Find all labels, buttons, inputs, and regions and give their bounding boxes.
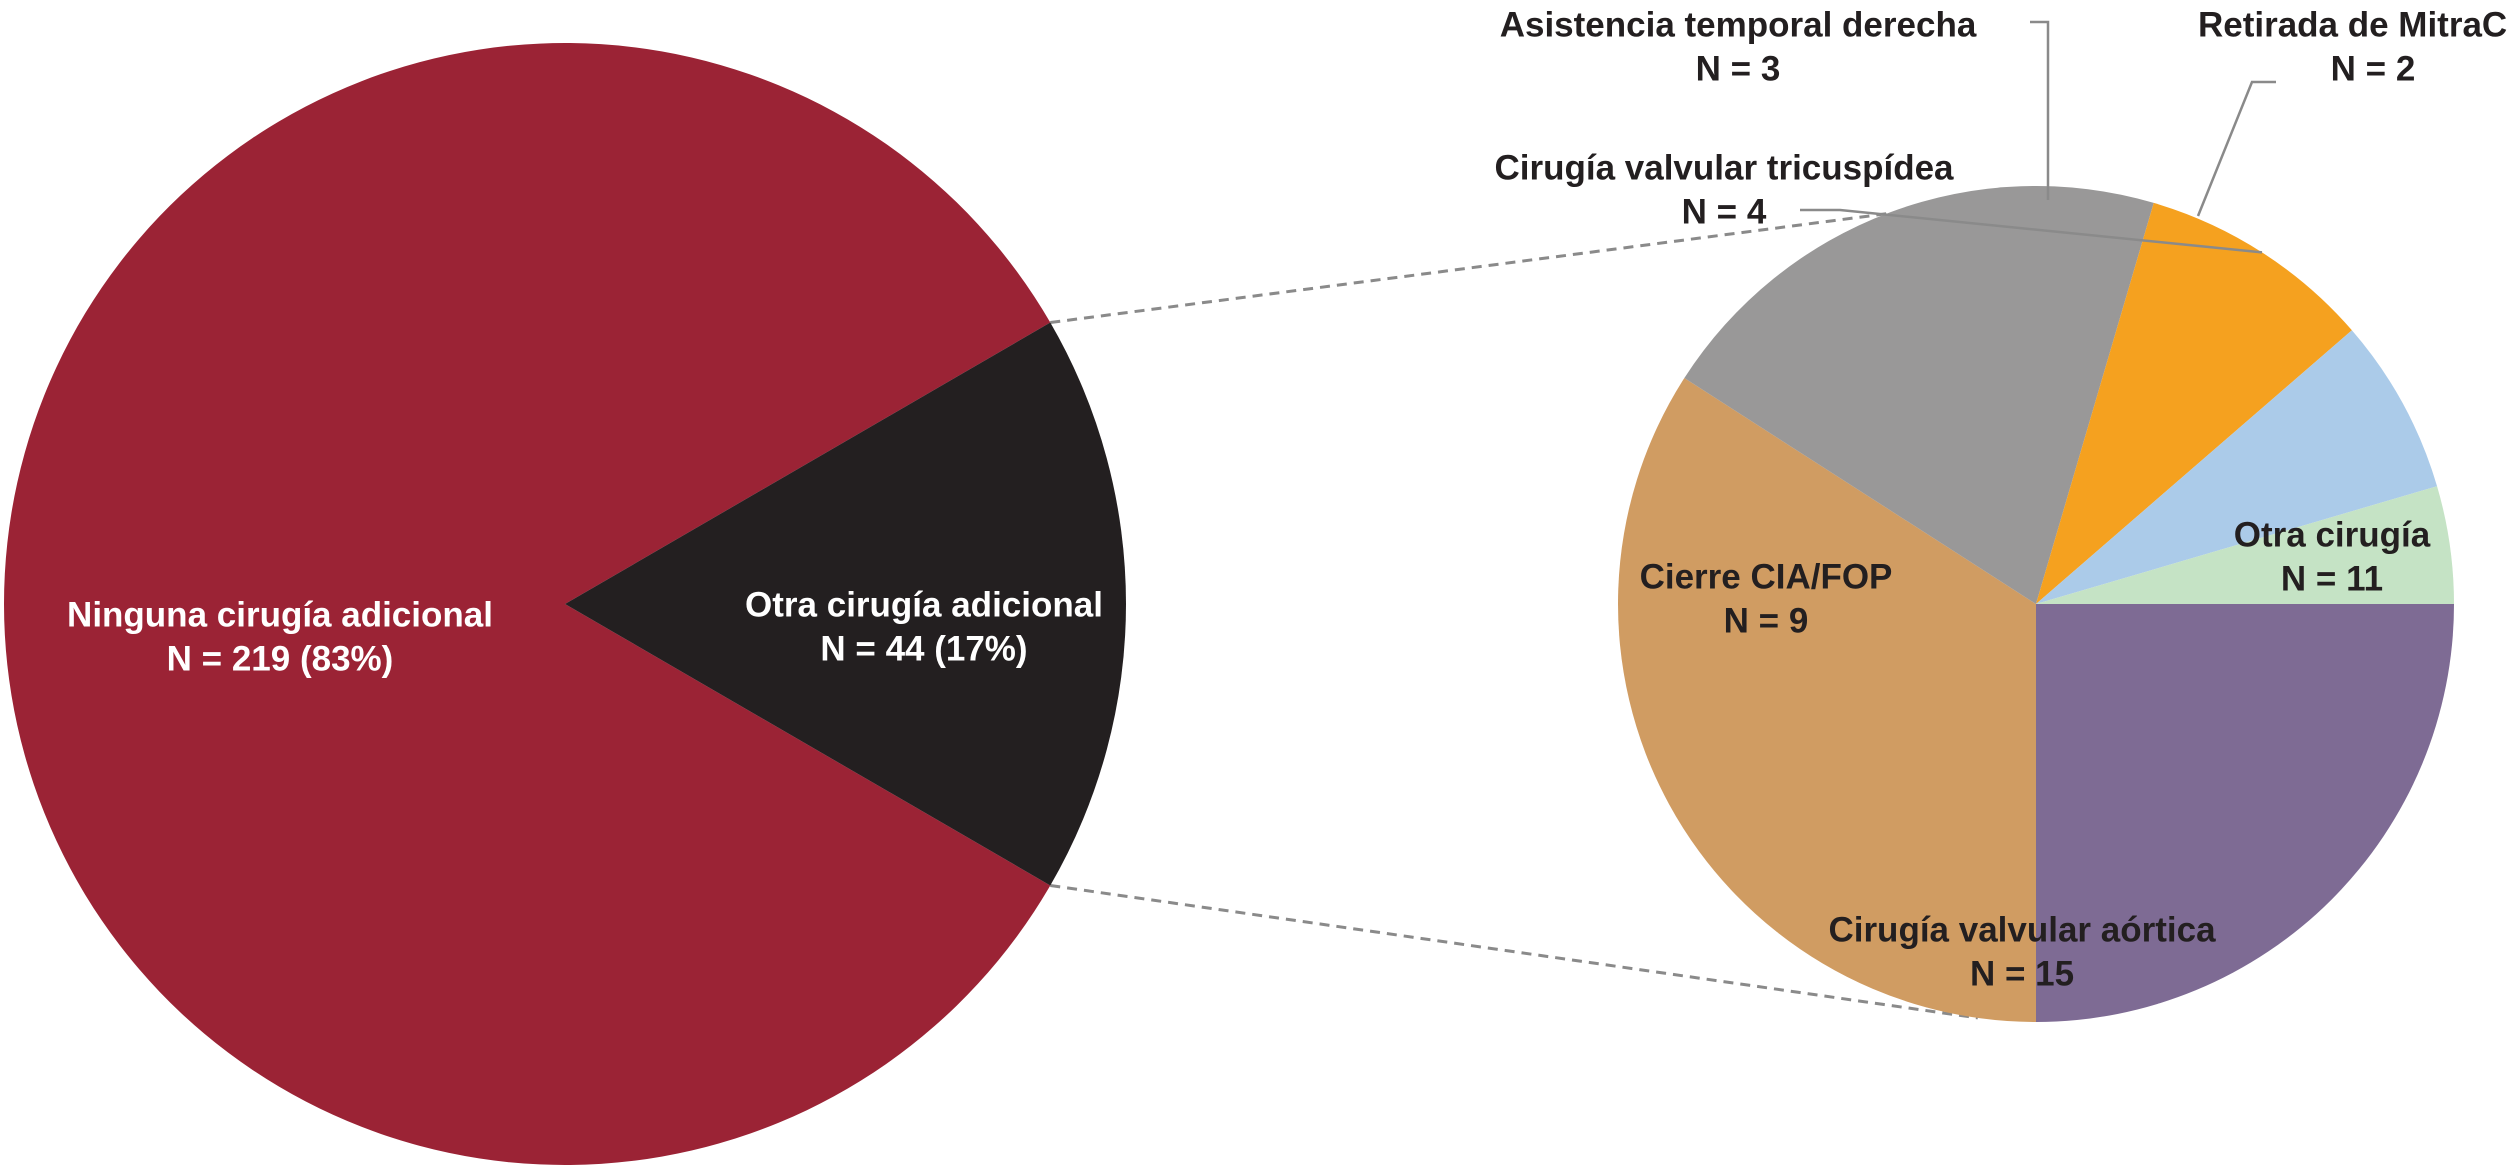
breakdown-slice-cirugia-valvular-tricuspidea xyxy=(2036,202,2352,604)
breakdown-slice-retirada-de-mitraclip-count-label: N = 2 xyxy=(2331,49,2416,88)
leader-lines xyxy=(1800,20,2276,254)
main-slice-otra-cirugia-adicional-label: Otra cirugía adicional xyxy=(745,585,1103,624)
connector-line-top xyxy=(1050,212,1887,325)
breakdown-slice-asistencia-temporal-derecha-label: Asistencia temporal derecha xyxy=(1500,5,1977,44)
main-slice-ninguna-cirugia-adicional-label: Ninguna cirugía adicional xyxy=(67,595,493,634)
main-pie xyxy=(4,42,1127,1166)
breakdown-slice-otra-cirugia xyxy=(2036,604,2454,1022)
main-slice-ninguna-cirugia-adicional-count-label: N = 219 (83%) xyxy=(167,639,394,678)
breakdown-slice-cierre-cia-fop-label: Cierre CIA/FOP xyxy=(1640,557,1893,596)
breakdown-slice-retirada-de-mitraclip xyxy=(2036,486,2454,604)
breakdown-pie xyxy=(1618,186,2454,1022)
breakdown-slice-cirugia-valvular-aortica xyxy=(1618,378,2036,1022)
breakdown-slice-cirugia-valvular-tricuspidea-label: Cirugía valvular tricuspídea xyxy=(1494,148,1954,187)
main-slice-otra-cirugia-adicional xyxy=(565,322,1127,886)
breakdown-slice-otra-cirugia-label: Otra cirugía xyxy=(2234,515,2431,554)
connector-line-bottom xyxy=(1050,883,1979,1020)
leader-line-retirada-de-mitraclip xyxy=(2196,80,2276,217)
breakdown-slice-cirugia-valvular-aortica-count-label: N = 15 xyxy=(1970,954,2074,993)
breakdown-slice-cierre-cia-fop-count-label: N = 9 xyxy=(1724,601,1809,640)
breakdown-slice-cirugia-valvular-aortica-label: Cirugía valvular aórtica xyxy=(1828,910,2216,949)
leader-line-cirugia-valvular-tricuspidea xyxy=(1800,208,2263,254)
breakdown-slice-cirugia-valvular-tricuspidea-count-label: N = 4 xyxy=(1682,192,1767,231)
breakdown-slice-asistencia-temporal-derecha xyxy=(2036,330,2438,604)
leader-line-asistencia-temporal-derecha xyxy=(2030,20,2050,200)
connector-lines xyxy=(1050,212,1979,1020)
main-slice-otra-cirugia-adicional-count-label: N = 44 (17%) xyxy=(820,629,1027,668)
breakdown-slice-retirada-de-mitraclip-label: Retirada de MitraClip xyxy=(2198,5,2508,44)
breakdown-slice-asistencia-temporal-derecha-count-label: N = 3 xyxy=(1696,49,1781,88)
breakdown-slice-otra-cirugia-count-label: N = 11 xyxy=(2281,559,2383,598)
breakdown-slice-cierre-cia-fop xyxy=(1684,186,2154,604)
main-slice-ninguna-cirugia-adicional xyxy=(4,42,1051,1166)
slice-labels: Ninguna cirugía adicional N = 219 (83%) Ot… xyxy=(67,5,2508,993)
